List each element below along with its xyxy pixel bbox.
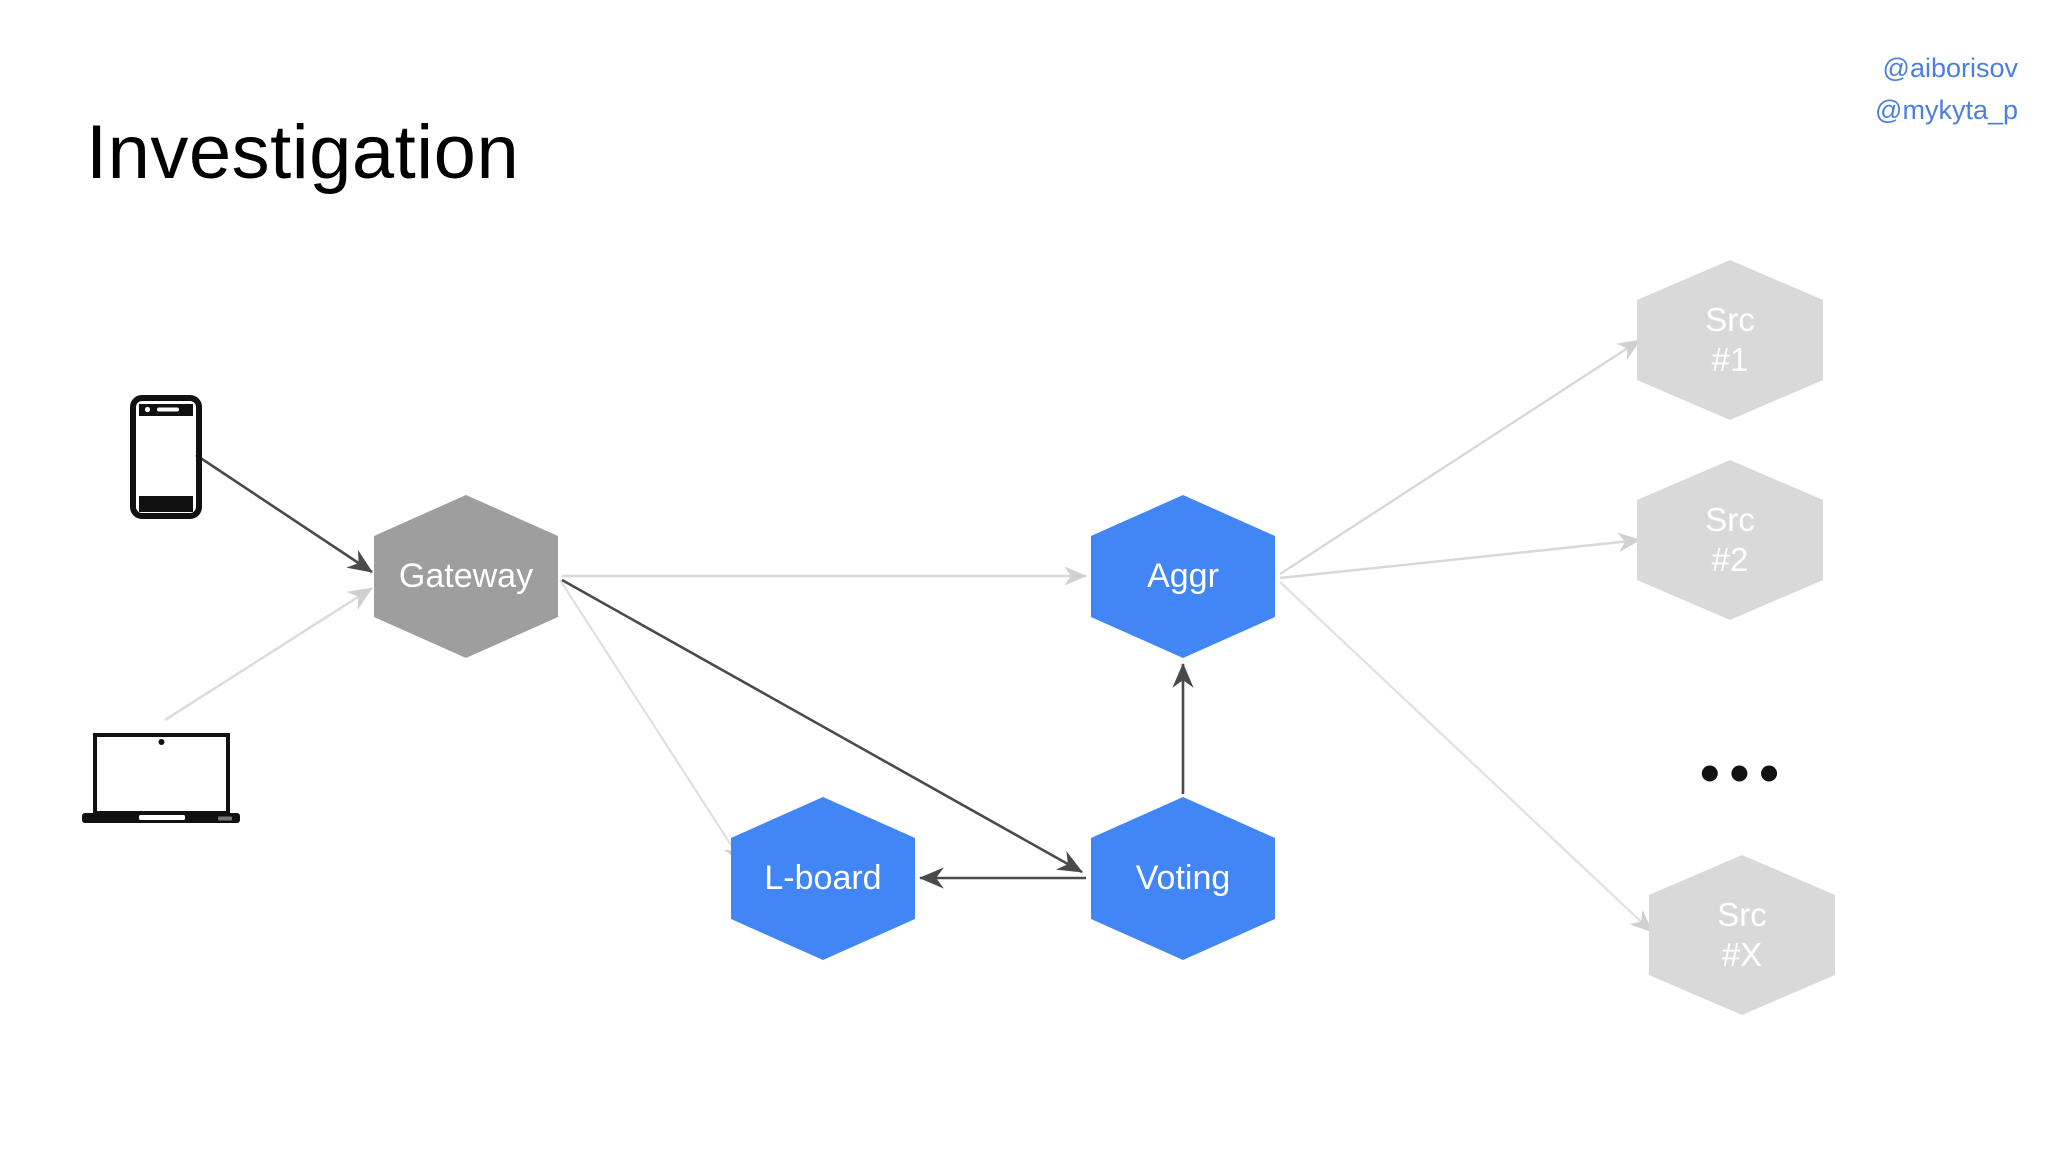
edge-gateway-voting [561,578,1083,874]
source-nodes [1637,260,1835,1015]
node-src-x[interactable] [1649,855,1835,1015]
edge-layer [164,338,1653,933]
edge-gateway-lboard [559,579,743,863]
edge-aggr-src2 [1279,532,1641,580]
node-lboard[interactable] [731,797,915,960]
handle-primary[interactable]: @aiborisov [1882,53,2018,83]
node-src-2[interactable] [1637,460,1823,620]
node-aggr[interactable] [1091,495,1275,658]
laptop-icon[interactable] [82,733,240,823]
edge-aggr-src1 [1279,338,1641,576]
node-gateway[interactable] [374,495,558,658]
node-voting[interactable] [1091,797,1275,960]
edge-laptop-gateway [164,586,373,722]
node-src-1[interactable] [1637,260,1823,420]
page-title: Investigation [86,110,520,195]
service-nodes [374,495,1275,960]
edge-aggr-srcx [1279,581,1653,933]
smartphone-icon[interactable] [130,395,202,519]
edge-phone-gateway [195,453,373,574]
author-handles: @aiborisov @mykyta_p [1875,48,2018,132]
handle-secondary[interactable]: @mykyta_p [1875,94,2018,125]
ellipsis-indicator: ••• [1700,741,1789,804]
